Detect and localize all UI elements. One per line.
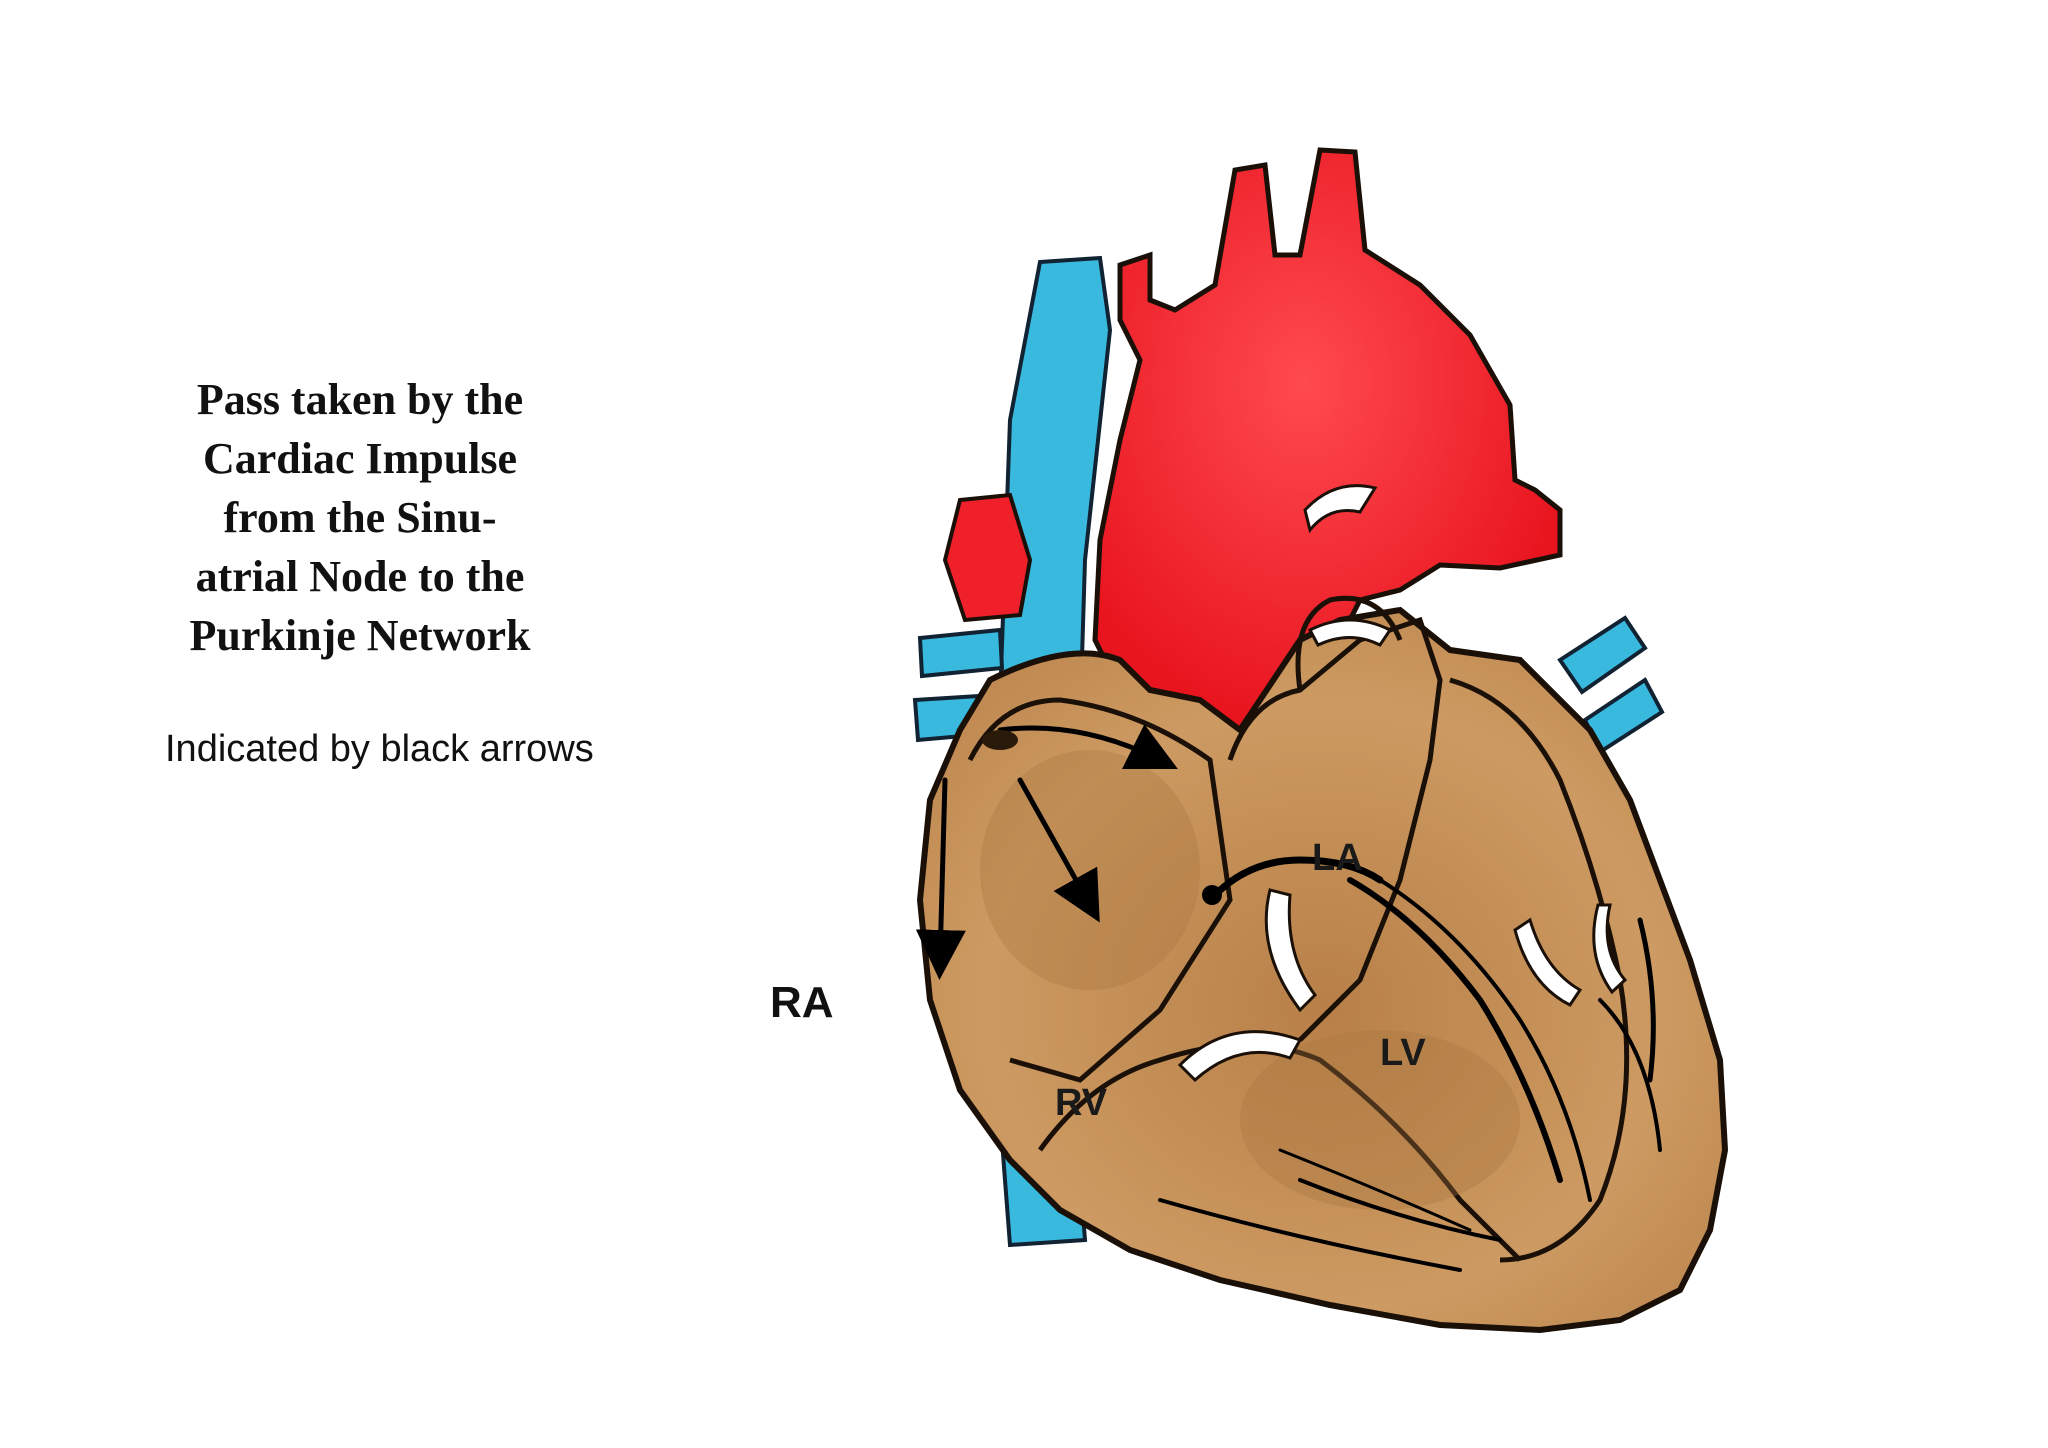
sa-node-down-arrow: [915, 777, 966, 980]
sa-node-to-av-arrow: [1017, 777, 1100, 923]
label-rv: RV: [1055, 1082, 1108, 1124]
sa-node-interatrial-arrow: [997, 724, 1178, 769]
pulmonary-vein-left-upper: [917, 627, 1005, 679]
purkinje-fibre-4: [1598, 998, 1662, 1152]
conduction-pathway: [915, 724, 1662, 1272]
valve-cusp-5: [1307, 618, 1393, 647]
label-lv: LV: [1380, 1032, 1426, 1074]
title-line-3: from the Sinu-: [223, 493, 497, 542]
bundle-branch-left: [1347, 877, 1563, 1183]
pulmonary-vein-right-upper: [1557, 615, 1648, 695]
label-la: LA: [1312, 837, 1363, 879]
purkinje-fibre-2: [1158, 1198, 1462, 1272]
sa-node: [982, 730, 1018, 750]
title-line-4: atrial Node to the: [195, 552, 525, 601]
title-line-2: Cardiac Impulse: [202, 434, 518, 483]
valve-cusp-2: [1177, 1030, 1303, 1083]
title-line-5: Purkinje Network: [189, 611, 531, 660]
av-node: [1202, 885, 1222, 905]
purkinje-fibre-5: [1278, 1148, 1472, 1232]
aortic-arch-gap: [1303, 484, 1378, 534]
right-atrium-wall: [967, 697, 1233, 1083]
atrial-shading: [980, 750, 1200, 990]
av-bundle: [1211, 856, 1384, 899]
valve-cusp-1: [1264, 888, 1317, 1013]
bundle-branch-right: [1378, 878, 1592, 1202]
purkinje-fibre-1: [1298, 1178, 1502, 1242]
septum-wall: [1227, 616, 1443, 1042]
left-atrium-wall: [1295, 595, 1403, 691]
valve-cusp-4: [1592, 903, 1628, 995]
valve-cusp-3: [1513, 917, 1583, 1007]
diagram-subtitle: Indicated by black arrows: [165, 728, 594, 770]
purkinje-fibre-3: [1637, 917, 1656, 1083]
diagram-title: Pass taken by the Cardiac Impulse from t…: [110, 370, 610, 665]
pulmonary-artery-left: [942, 492, 1033, 623]
heart-muscle: [916, 606, 1729, 1334]
label-ra: RA: [770, 978, 834, 1027]
ventricle-shading: [1240, 1030, 1520, 1210]
title-line-1: Pass taken by the: [196, 375, 524, 424]
